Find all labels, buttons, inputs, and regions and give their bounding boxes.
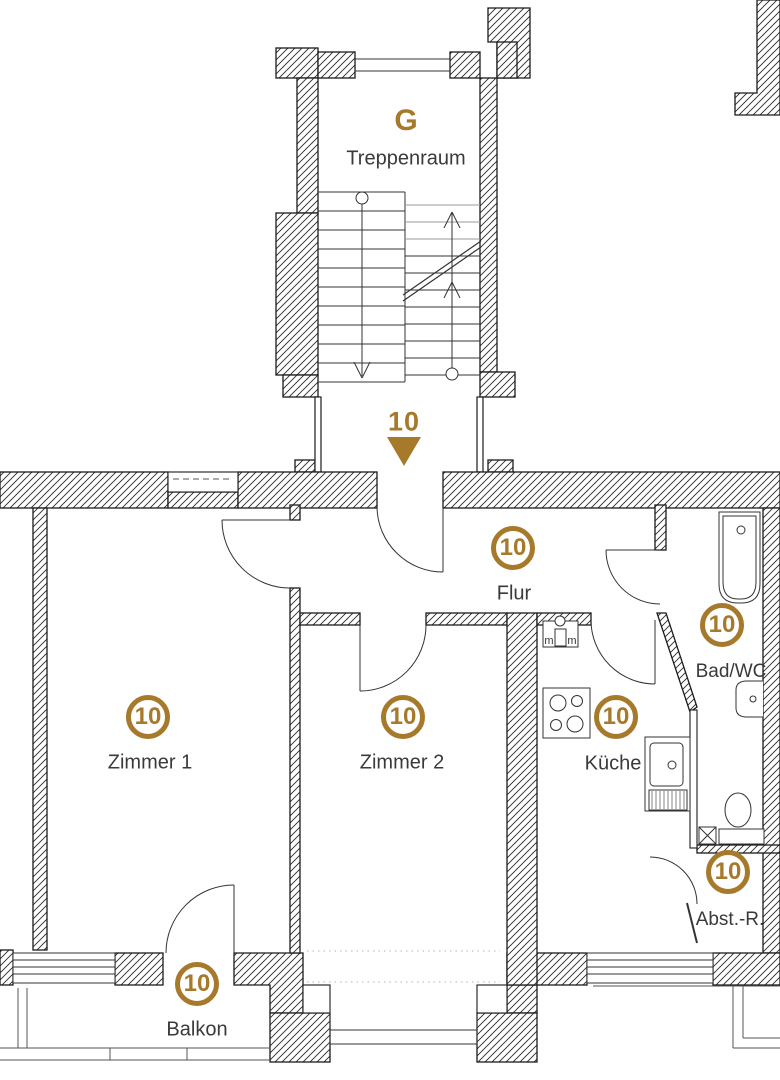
entrance-door [376, 507, 444, 573]
room-label-flur: Flur [496, 582, 532, 605]
washing-machine-icon: m m [542, 615, 579, 648]
room-label-abstellraum: Abst.-R. [695, 909, 765, 930]
stair-walkline-down [353, 191, 371, 379]
kitchen-sink-icon [644, 736, 691, 812]
stair-break-line [402, 240, 482, 302]
apartment-walls [0, 471, 780, 1063]
unit-badge-flur: 10 [491, 526, 535, 570]
stair-steps-right-upper [405, 204, 480, 240]
zimmer2-door [359, 624, 427, 692]
lower-balcony-outline [593, 985, 780, 1049]
windows [12, 58, 714, 1045]
room-label-zimmer2: Zimmer 2 [359, 751, 445, 774]
room-label-kueche: Küche [584, 752, 642, 775]
entrance-arrow-icon [387, 437, 421, 466]
fixtures: m m [542, 511, 765, 845]
room-label-zimmer1: Zimmer 1 [107, 751, 193, 774]
zimmer1-door [221, 519, 291, 589]
badwc-door [605, 549, 661, 605]
unit-badge-kueche: 10 [594, 695, 638, 739]
shaft-icon [698, 826, 717, 845]
stairwell-walls [275, 0, 780, 473]
balkon-door [165, 884, 235, 954]
washbasin-icon [735, 680, 763, 718]
abstellraum-door [649, 856, 698, 944]
entrance-unit-number: 10 [387, 406, 421, 437]
stairs [318, 191, 482, 383]
stair-walkline-up [443, 211, 461, 381]
stairwell-label: Treppenraum [346, 147, 466, 170]
unit-badge-abstellraum: 10 [706, 850, 750, 894]
stairwell-unit-letter: G [394, 104, 418, 137]
stove-icon [542, 687, 591, 739]
unit-badge-badwc: 10 [700, 603, 744, 647]
room-label-balkon: Balkon [166, 1018, 228, 1041]
thin-interior-walls [302, 709, 698, 1014]
bay-window [329, 1013, 478, 1045]
stairwell-window [355, 58, 450, 72]
zimmer1-window [12, 952, 116, 984]
lintel-dotted-lines [307, 950, 500, 983]
unit-badge-balkon: 10 [175, 962, 219, 1006]
kueche-door [590, 619, 656, 685]
unit-badge-zimmer2: 10 [381, 695, 425, 739]
doors [165, 507, 698, 954]
unit-badge-zimmer1: 10 [126, 695, 170, 739]
wall-niche [167, 471, 239, 493]
washer-letter-left: m [544, 635, 553, 647]
room-label-badwc: Bad/WC [695, 661, 767, 682]
bathtub-icon [718, 511, 761, 604]
balcony-lines [0, 988, 270, 1061]
washer-letter-right: m [567, 635, 576, 647]
toilet-icon [718, 792, 765, 845]
kueche-window [586, 952, 714, 984]
